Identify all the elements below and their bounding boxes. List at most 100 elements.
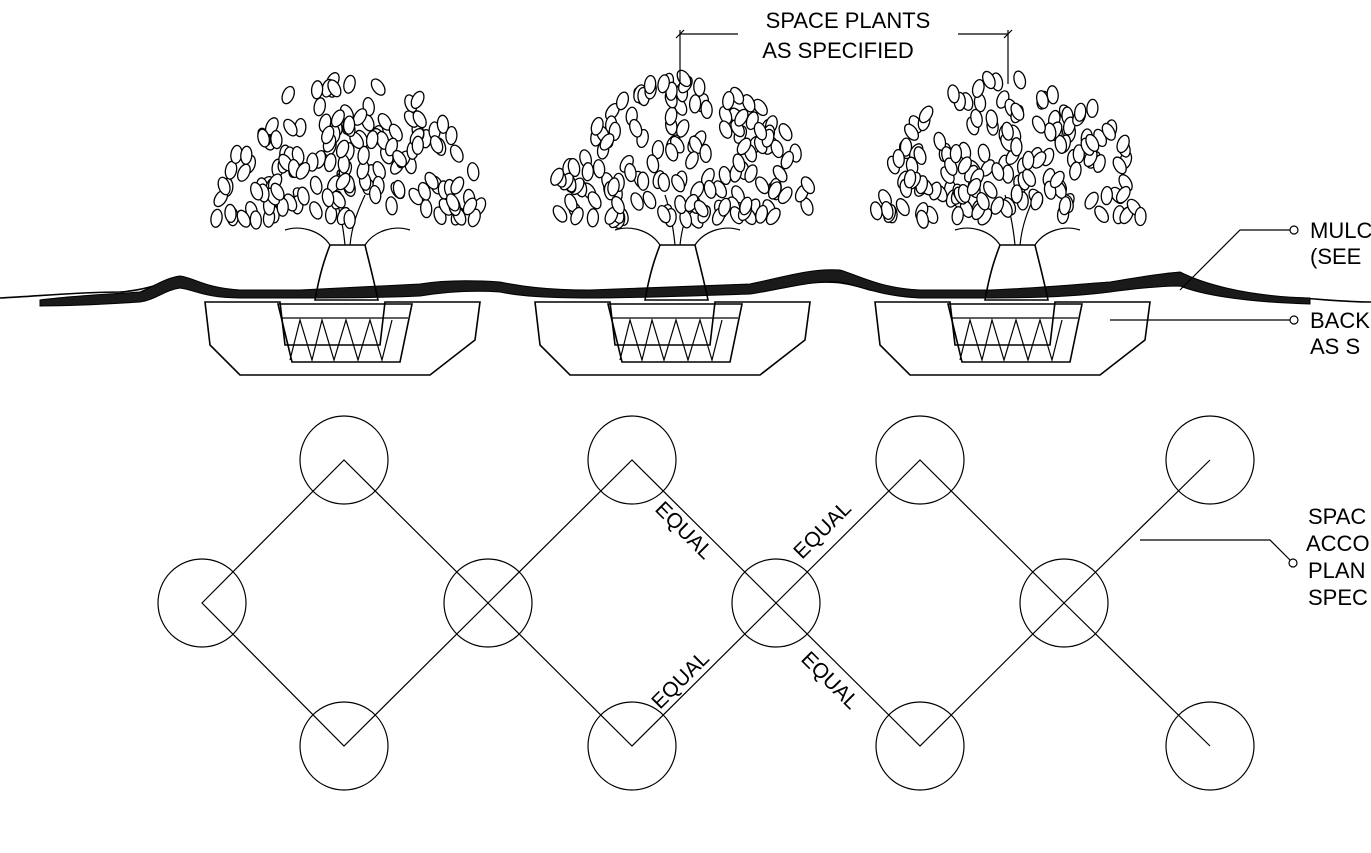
- shrub-1-leaf: [385, 196, 398, 216]
- shrub-3-leaf: [913, 146, 927, 166]
- shrub-2-leaf: [552, 205, 568, 223]
- shrub-3-leaf: [1010, 102, 1025, 121]
- shrub-3-leaf: [1031, 115, 1046, 134]
- shrub-3-leaf: [903, 123, 920, 141]
- shrub-2-leaf: [744, 164, 758, 183]
- shrub-1: [204, 194, 481, 376]
- shrub-3-leaf: [892, 148, 905, 169]
- shrub-1-leaf: [392, 179, 406, 199]
- shrub-3-leaf: [1085, 133, 1100, 152]
- shrub-2-leaf: [590, 116, 604, 136]
- shrub-1-leaf: [436, 114, 450, 134]
- shrub-1-leaf: [321, 125, 335, 145]
- shrub-2-leaf: [592, 159, 606, 179]
- shrub-1-leaf: [429, 135, 444, 154]
- shrub-1-leaf: [310, 80, 324, 100]
- shrub-3-leaf: [990, 196, 1005, 215]
- shrub-3-leaf: [1094, 205, 1110, 224]
- shrub-canopy-3: [869, 70, 1147, 229]
- shrub-2-leaf: [693, 77, 706, 97]
- shrub-3-leaf: [976, 192, 990, 211]
- plan-plant-circle: [875, 415, 965, 505]
- plan-view: EQUAL EQUAL EQUAL EQUAL SPAC ACCO PLAN S…: [157, 415, 1370, 791]
- spacing-label-line3: PLAN: [1308, 558, 1365, 583]
- shrub-1-leaf: [309, 175, 323, 195]
- mulch-label-line2: (SEE: [1310, 244, 1361, 269]
- shrub-3-leaf: [1022, 168, 1037, 187]
- shrub-2-leaf: [586, 208, 600, 228]
- plan-plant-circle: [875, 701, 965, 791]
- shrub-2-leaf: [567, 157, 581, 178]
- shrub-2-leaf: [734, 108, 749, 127]
- shrub-2-leaf: [671, 174, 686, 193]
- shrub-1-leaf: [240, 145, 253, 165]
- shrub-2-leaf: [643, 74, 657, 95]
- shrub-3-leaf: [957, 156, 972, 175]
- shrub-1-leaf: [249, 210, 262, 230]
- shrub-1-leaf: [392, 149, 407, 168]
- shrub-3-leaf: [977, 143, 991, 163]
- shrub-1-leaf: [309, 201, 323, 220]
- plan-plant-circle: [587, 415, 677, 505]
- top-spacing-label-line1: SPACE PLANTS: [766, 8, 931, 33]
- shrub-3-leaf: [1086, 98, 1099, 119]
- shrub-3-leaf: [1116, 134, 1130, 154]
- shrub-3-leaf: [983, 180, 998, 199]
- shrub-1-leaf: [321, 188, 335, 208]
- shrub-2-leaf: [599, 133, 615, 151]
- shrub-2-leaf: [718, 197, 732, 217]
- shrub-2-leaf: [685, 151, 699, 170]
- shrub-2-leaf: [778, 123, 793, 142]
- shrub-canopy-1: [210, 72, 487, 230]
- spacing-label-line4: SPEC: [1308, 585, 1368, 610]
- shrub-3-leaf: [918, 105, 934, 124]
- shrub-1-leaf: [365, 130, 379, 150]
- shrub-2-leaf: [700, 99, 713, 120]
- shrub-2-leaf: [629, 118, 643, 138]
- plan-plant-circle: [731, 558, 821, 648]
- shrub-2-leaf: [615, 91, 630, 111]
- shrub-1-leaf: [327, 79, 342, 98]
- spacing-callout: SPAC ACCO PLAN SPEC: [1140, 504, 1370, 610]
- shrub-2-leaf: [780, 150, 795, 170]
- plan-plant-circle: [1165, 701, 1255, 791]
- shrub-1-leaf: [335, 172, 351, 191]
- shrub-1-leaf: [343, 209, 356, 230]
- shrub-2-leaf: [657, 74, 670, 94]
- shrub-3-leaf: [966, 177, 982, 196]
- shrub-2-leaf: [752, 98, 768, 117]
- shrub-3-leaf: [1030, 191, 1044, 211]
- backfill-callout: BACK AS S: [1110, 308, 1370, 359]
- shrub-3-leaf: [1062, 116, 1076, 136]
- shrub-3-leaf: [1069, 161, 1082, 181]
- shrub-2-leaf: [587, 191, 602, 210]
- plan-plant-circles: [157, 415, 1255, 791]
- shrub-1-leaf: [370, 78, 386, 96]
- shrub-1-leaf: [462, 197, 478, 216]
- shrub-2-leaf: [755, 204, 769, 224]
- shrub-3-leaf: [916, 209, 929, 229]
- shrub-2-leaf: [741, 94, 756, 113]
- shrub-1-leaf: [335, 139, 350, 159]
- shrub-3-leaf: [903, 169, 917, 189]
- shrub-2-leaf: [770, 139, 784, 159]
- top-spacing-dimension: SPACE PLANTS AS SPECIFIED: [675, 8, 1013, 84]
- shrub-2-leaf: [718, 120, 733, 139]
- shrub-1-leaf: [295, 162, 311, 180]
- shrub-1-leaf: [342, 115, 356, 135]
- shrub-canopy-2: [550, 69, 816, 229]
- shrub-3-leaf: [869, 201, 883, 221]
- shrub-2-leaf: [688, 94, 702, 114]
- shrub-1-leaf: [445, 125, 458, 146]
- spacing-label-line2: ACCO: [1306, 531, 1370, 556]
- shrub-2-leaf: [772, 165, 788, 183]
- shrub-2-leaf: [739, 196, 753, 216]
- shrub-2-leaf: [753, 121, 768, 141]
- shrub-2-leaf: [665, 142, 679, 162]
- elevation-view: SPACE PLANTS AS SPECIFIED MULC (SEE BACK…: [0, 8, 1371, 376]
- shrub-3-leaf: [1022, 150, 1035, 171]
- shrub-2-leaf: [800, 176, 816, 195]
- shrub-3-leaf: [1100, 185, 1113, 206]
- shrub-2-leaf: [642, 190, 657, 210]
